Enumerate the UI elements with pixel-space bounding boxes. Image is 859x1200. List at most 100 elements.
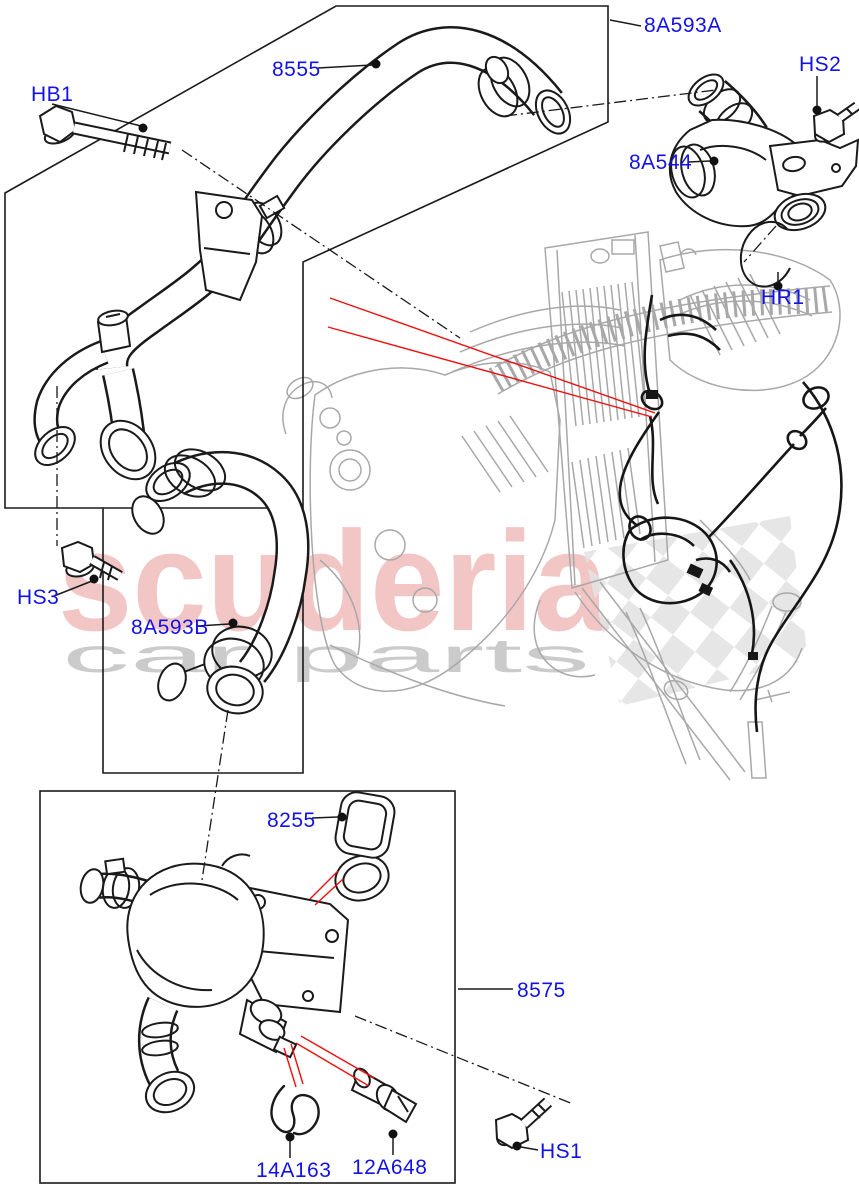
in-situ-sensor-connector [686, 563, 704, 579]
callout-box-thermostat [39, 790, 456, 1184]
hose-8A593B-bottom-end-inner [215, 673, 255, 707]
part-label-8A544[interactable]: 8A544 [629, 151, 719, 174]
in-situ-pipe [618, 411, 661, 528]
tube-8555-open-end [99, 419, 157, 481]
engine-stub-b [336, 430, 352, 446]
spring-clamp-ear [484, 55, 510, 85]
radiator-cap [590, 248, 610, 264]
label-text-HS3[interactable]: HS3 [17, 586, 59, 609]
port-bl-rib-1 [141, 1021, 179, 1039]
sensor-in-place [258, 1019, 286, 1041]
elbow-outlet-ring-1 [773, 192, 827, 232]
hs3-head [60, 540, 96, 574]
label-text-12A648[interactable]: 12A648 [352, 1156, 427, 1179]
bracket-fold-line [203, 247, 251, 255]
assembly-dashdot-lines [56, 89, 777, 1105]
in-situ-housing-detail [639, 532, 695, 547]
part-label-HS1[interactable]: HS1 [512, 1140, 583, 1163]
hose-8A593B-top-end-inner [152, 468, 184, 496]
label-text-8575[interactable]: 8575 [517, 979, 566, 1002]
flange-hole-2 [325, 929, 339, 943]
hose-8A593B-top-band-2 [173, 448, 227, 492]
housing-dome [126, 862, 265, 1008]
hose-8555-left-end [34, 425, 76, 467]
label-text-HR1[interactable]: HR1 [761, 286, 805, 309]
watermark: scuderia car parts [58, 502, 808, 706]
part-label-8A593A[interactable]: 8A593A [609, 14, 722, 37]
part-label-8555[interactable]: 8555 [272, 58, 381, 81]
leader-dot-HR1 [773, 281, 783, 291]
leader-dot-HB1 [138, 123, 148, 133]
dashdot-hs1 [354, 1015, 574, 1105]
part-label-HS3[interactable]: HS3 [17, 574, 99, 610]
red-pointer-upper-2 [327, 326, 653, 418]
red-pointer-clip-1 [283, 1047, 297, 1088]
part-label-8575[interactable]: 8575 [458, 979, 566, 1002]
dashdot-elbow-to-circlip [743, 225, 777, 263]
pulley-small [412, 587, 438, 613]
label-text-8A593A[interactable]: 8A593A [644, 14, 722, 37]
pulley-large [329, 449, 371, 491]
hose-8A593B-clamp-ear-bottom [157, 662, 187, 702]
in-situ-sensor-body [698, 582, 714, 597]
part-label-8255[interactable]: 8255 [267, 809, 347, 832]
part-label-14A163[interactable]: 14A163 [256, 1132, 331, 1183]
radiator-frame [544, 231, 669, 589]
hs3-shank-inner [90, 556, 122, 580]
part-label-HR1[interactable]: HR1 [761, 272, 805, 309]
watermark-sub-text: car parts [62, 630, 590, 683]
part-8A593B-hose [131, 448, 310, 715]
upper-engine-blob [659, 248, 841, 392]
label-text-8555[interactable]: 8555 [272, 58, 321, 81]
red-pointer-gasket-2 [314, 878, 344, 906]
hose-8A593B-clamp-ear-top [131, 495, 165, 535]
upper-engine-lines [675, 284, 813, 317]
label-text-HB1[interactable]: HB1 [31, 83, 73, 106]
label-text-HS2[interactable]: HS2 [799, 53, 841, 76]
label-text-HS1[interactable]: HS1 [540, 1140, 582, 1163]
hose-8A593B-inner [169, 453, 307, 682]
hose-8A593B-ear-link [183, 663, 206, 673]
harness-connector-b [748, 652, 758, 660]
part-label-8A593B[interactable]: 8A593B [131, 616, 238, 639]
part-HS2-bolt [812, 101, 859, 144]
part-label-HS2[interactable]: HS2 [799, 53, 841, 115]
hb1-threads [123, 133, 167, 161]
in-situ-housing-clamp [628, 515, 652, 541]
leader-8555 [317, 64, 373, 69]
leader-dot-8A593B [228, 618, 238, 628]
elbow-outlet-ring-2 [780, 198, 820, 226]
intake-runners [451, 305, 626, 373]
leader-dot-8555 [371, 59, 381, 69]
dashdot-8555-to-elbow [504, 89, 717, 117]
part-label-12A648[interactable]: 12A648 [352, 1129, 427, 1180]
in-situ-thermostat-housing [622, 516, 718, 605]
label-text-8A593B[interactable]: 8A593B [131, 616, 209, 639]
leader-dot-HS1 [512, 1141, 522, 1151]
pulley-large-inner [338, 458, 362, 482]
part-label-HB1[interactable]: HB1 [31, 83, 148, 133]
leader-8A593A [609, 19, 642, 27]
bracket-strap [747, 689, 791, 779]
elbow-collar-2 [680, 143, 716, 197]
dashdot-hose-to-housing [201, 709, 229, 881]
engine-stub-a [319, 407, 341, 429]
hose-8555-branch-inner [35, 342, 108, 446]
leader-dot-12A648 [388, 1129, 398, 1139]
port-bl-rib-2 [141, 1039, 179, 1057]
hs1-head [494, 1112, 530, 1150]
sensor-connector [382, 1088, 418, 1124]
hs3-threads [99, 561, 113, 581]
leader-HB1 [51, 103, 142, 127]
elbow-body-line [699, 144, 767, 161]
part-drawings [33, 26, 859, 1150]
in-situ-up-pipe-2 [799, 407, 827, 437]
leader-dot-14A163 [285, 1132, 295, 1142]
elbow-flange [768, 138, 859, 198]
label-text-14A163[interactable]: 14A163 [256, 1159, 331, 1182]
red-pointer-gasket-1 [309, 870, 339, 900]
label-text-8A544[interactable]: 8A544 [629, 151, 692, 174]
port-bl-end-inner [152, 1077, 188, 1107]
label-text-8255[interactable]: 8255 [267, 809, 316, 832]
